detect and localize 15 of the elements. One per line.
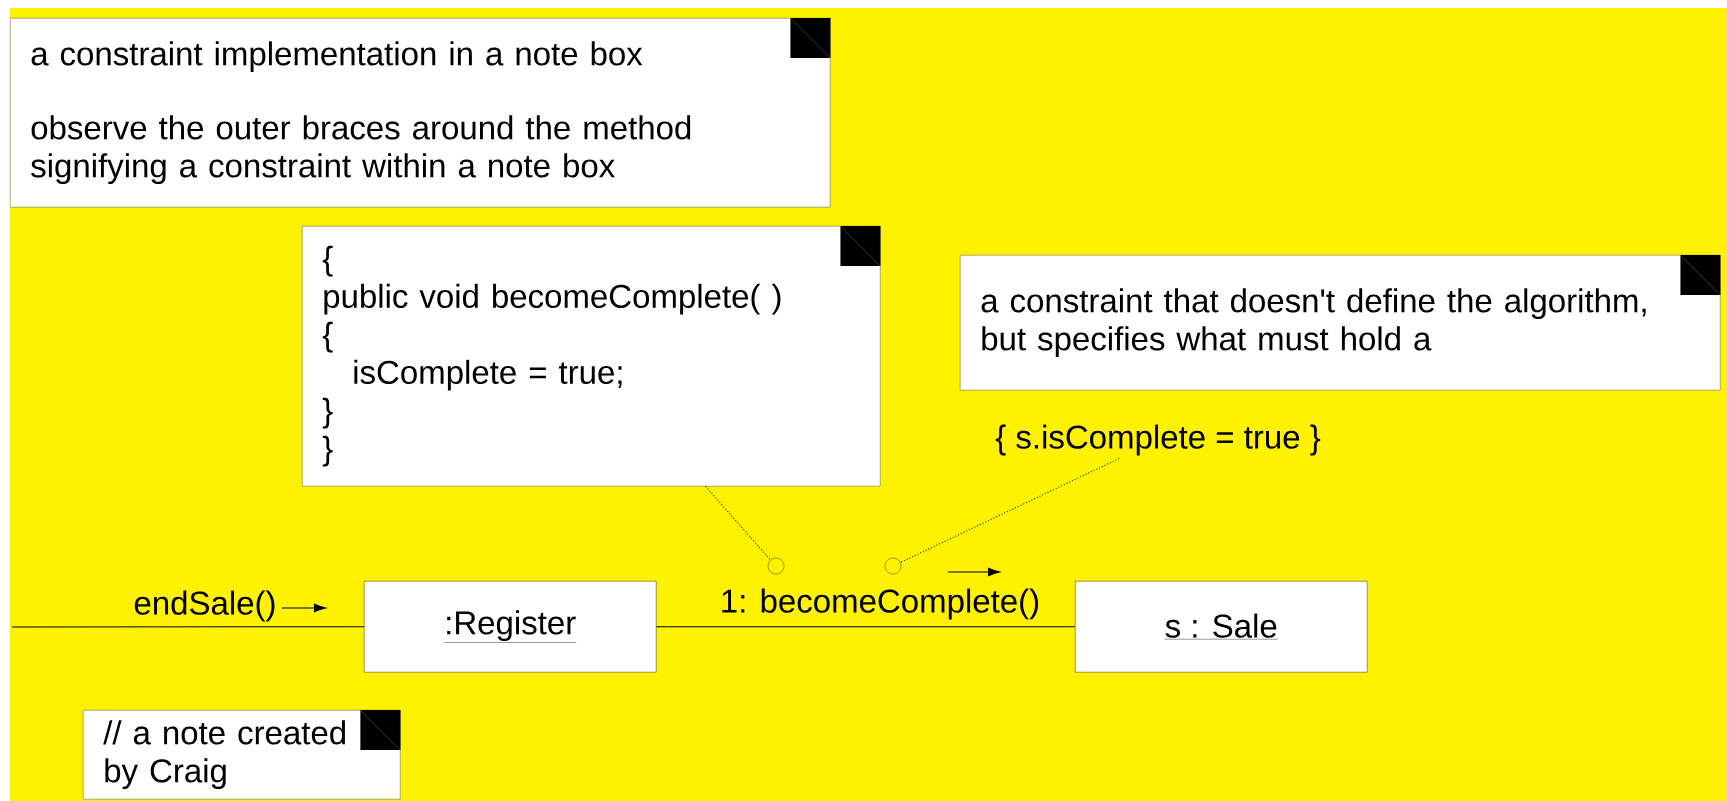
message-label: 1: becomeComplete() bbox=[718, 587, 1042, 621]
note-box: { public void becomeComplete( ) { isComplete = true; } } bbox=[302, 226, 881, 487]
leader-line bbox=[899, 458, 1120, 563]
note-box: // a note created by Craig bbox=[83, 710, 401, 800]
attachment-circle bbox=[884, 557, 902, 575]
constraint-text: { s.isComplete = true } bbox=[995, 424, 1321, 456]
object-box: s : Sale bbox=[1075, 581, 1368, 673]
leader-line bbox=[705, 485, 772, 561]
object-box: :Register bbox=[364, 581, 657, 673]
message-label: endSale() bbox=[132, 589, 278, 623]
note-box: a constraint that doesn't define the algorithm, but specifies what must hold a bbox=[960, 255, 1721, 391]
link-line bbox=[655, 626, 1076, 628]
link-line bbox=[11, 626, 365, 628]
attachment-circle bbox=[767, 557, 785, 575]
note-box: a constraint implementation in a note box observe the outer braces around the method signifying a constraint within a note box bbox=[10, 18, 831, 208]
